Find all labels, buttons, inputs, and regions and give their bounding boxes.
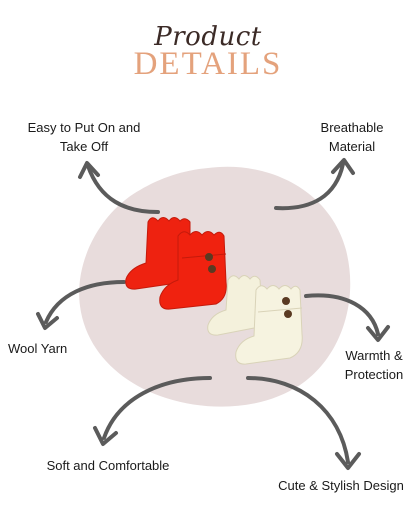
feature-breathable: Breathable Material — [320, 120, 384, 154]
feature-easy-on: Easy to Put On and Take Off — [27, 120, 141, 154]
curved-arrow-icon — [86, 164, 160, 214]
button-icon — [205, 253, 213, 261]
arrowhead-icon — [78, 161, 100, 179]
curved-arrow-icon — [274, 162, 345, 211]
main-title: DETAILS — [133, 46, 283, 82]
arrowhead-icon — [366, 325, 390, 342]
button-icon — [284, 310, 292, 318]
arrowhead-icon — [36, 312, 59, 330]
curved-arrow-icon — [246, 376, 350, 464]
curved-arrow-icon — [44, 280, 126, 324]
button-icon — [282, 297, 290, 305]
arrowhead-icon — [335, 452, 361, 470]
red-booties — [125, 217, 227, 310]
feature-cute: Cute & Stylish Design — [278, 478, 404, 493]
feature-soft: Soft and Comfortable — [46, 458, 170, 473]
script-title: Product — [154, 22, 262, 52]
feature-warmth: Warmth & Protection — [344, 348, 404, 382]
cream-booties — [207, 275, 303, 365]
curved-arrow-icon — [102, 376, 212, 440]
feature-wool: Wool Yarn — [8, 341, 68, 356]
curved-arrow-icon — [304, 293, 380, 336]
button-icon — [208, 265, 216, 273]
arrowhead-icon — [93, 426, 118, 446]
arrowhead-icon — [331, 158, 355, 175]
